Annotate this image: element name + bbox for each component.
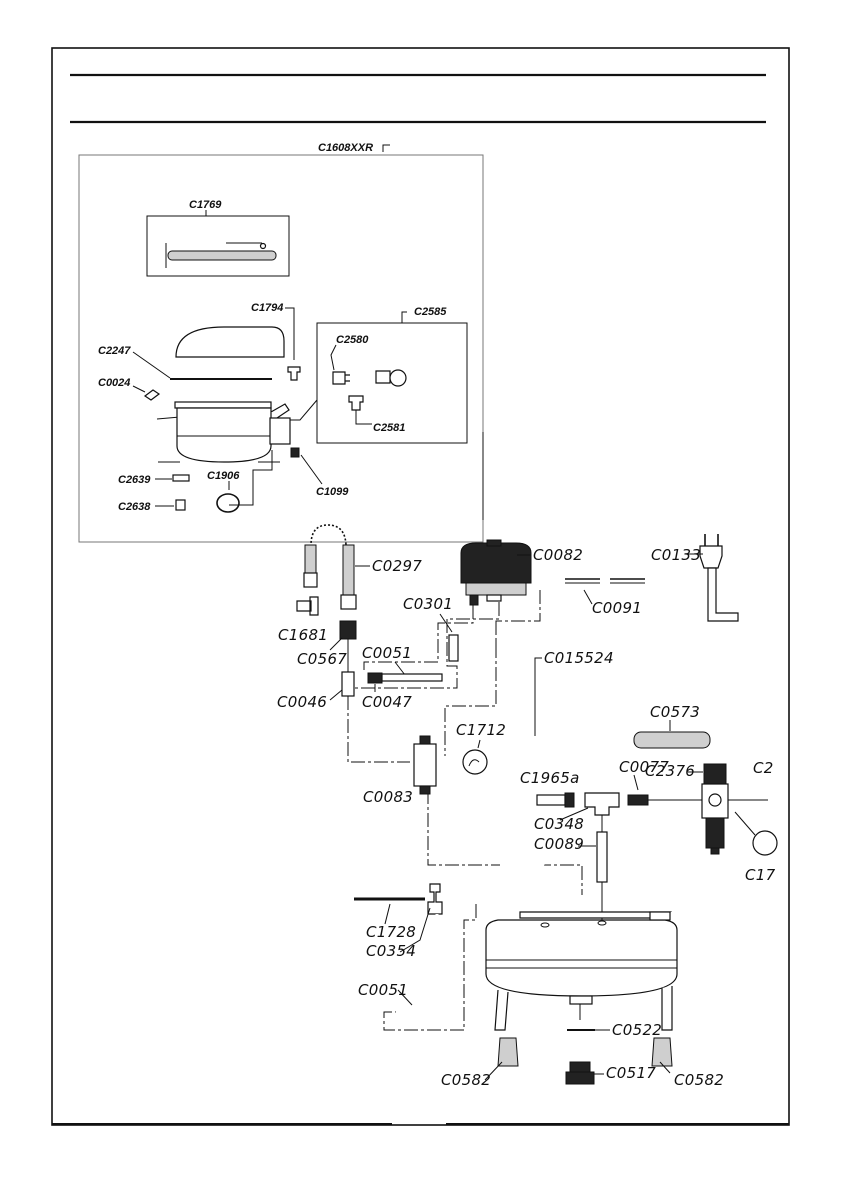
part-c0582-left-foot — [498, 1038, 518, 1066]
part-c1794 — [288, 367, 300, 380]
label-c0567: C0567 — [297, 650, 347, 668]
label-c0582-left: C0582 — [441, 1071, 491, 1089]
part-c2581 — [349, 396, 363, 410]
label-c2638: C2638 — [118, 501, 151, 513]
label-c0573: C0573 — [650, 703, 700, 721]
label-c1965a: C1965a — [520, 769, 580, 787]
part-c0051-pipe — [382, 674, 442, 681]
part-c2376-regulator — [702, 764, 728, 854]
label-c0091: C0091 — [592, 599, 642, 617]
label-c2376: C2376 — [645, 762, 695, 780]
label-c0083: C0083 — [363, 788, 413, 806]
part-c0046 — [342, 672, 354, 696]
label-c2-partial: C2 — [753, 759, 774, 777]
inset-assembly-label: C1608XXR — [318, 142, 373, 154]
part-c0354-valve — [428, 884, 442, 914]
label-c0051-top: C0051 — [362, 644, 412, 662]
part-c0082-pressure-switch — [461, 540, 531, 605]
label-c0051-bottom: C0051 — [358, 981, 408, 999]
part-c0567 — [340, 621, 356, 639]
part-c0573-handle — [634, 732, 710, 748]
part-c0047 — [368, 673, 382, 683]
c1769-box — [147, 216, 289, 276]
part-c0077 — [628, 795, 648, 805]
part-c2580-relay — [376, 371, 390, 383]
label-c2580: C2580 — [336, 334, 369, 346]
label-c0517: C0517 — [606, 1064, 656, 1082]
label-c0082: C0082 — [533, 546, 583, 564]
part-c0348-tee — [585, 793, 619, 815]
compressor-inset: C1608XXR C1769 C1794 C2247 C0024 — [79, 142, 483, 542]
part-c2639 — [173, 475, 189, 481]
part-c1906 — [217, 494, 239, 512]
part-c1965a — [537, 795, 565, 805]
label-c1712: C1712 — [456, 721, 506, 739]
label-c1906: C1906 — [207, 470, 240, 482]
part-c2638 — [176, 500, 185, 510]
label-c015524: C015524 — [544, 649, 614, 667]
label-c1794: C1794 — [251, 302, 283, 314]
part-c0517-plug — [566, 1062, 594, 1084]
part-c0083 — [414, 744, 436, 786]
label-c0046: C0046 — [277, 693, 327, 711]
part-compressor-cover — [176, 327, 284, 357]
label-c1728: C1728 — [366, 923, 416, 941]
part-c0301 — [449, 635, 458, 661]
label-c2639: C2639 — [118, 474, 151, 486]
label-c1769: C1769 — [189, 199, 222, 211]
label-c2247: C2247 — [98, 345, 131, 357]
label-c1681: C1681 — [278, 626, 328, 644]
label-c0047: C0047 — [362, 693, 412, 711]
label-c0089: C0089 — [534, 835, 584, 853]
part-c0582-right-foot — [652, 1038, 672, 1066]
part-c0133-plug — [700, 534, 738, 621]
label-c0582-right: C0582 — [674, 1071, 724, 1089]
label-c2585: C2585 — [414, 306, 447, 318]
part-c1712-gauge — [463, 750, 487, 774]
label-c17-partial: C17 — [745, 866, 776, 884]
label-c0522: C0522 — [612, 1021, 662, 1039]
label-c1099: C1099 — [316, 486, 349, 498]
label-c0133: C0133 — [651, 546, 701, 564]
part-c0024 — [145, 390, 159, 400]
part-c2580 — [333, 372, 350, 384]
label-c0348: C0348 — [534, 815, 584, 833]
label-c0301: C0301 — [403, 595, 453, 613]
label-c0024: C0024 — [98, 377, 130, 389]
part-regulator-gauge — [753, 831, 777, 855]
label-c0297: C0297 — [372, 557, 422, 575]
label-c2581: C2581 — [373, 422, 405, 434]
part-c1769-rail — [168, 251, 276, 260]
part-c1099 — [291, 448, 299, 457]
part-compressor-body — [157, 402, 290, 462]
label-c0354: C0354 — [366, 942, 416, 960]
part-c0089 — [597, 832, 607, 882]
part-c1681 — [297, 597, 318, 615]
part-air-tank — [486, 912, 677, 1030]
